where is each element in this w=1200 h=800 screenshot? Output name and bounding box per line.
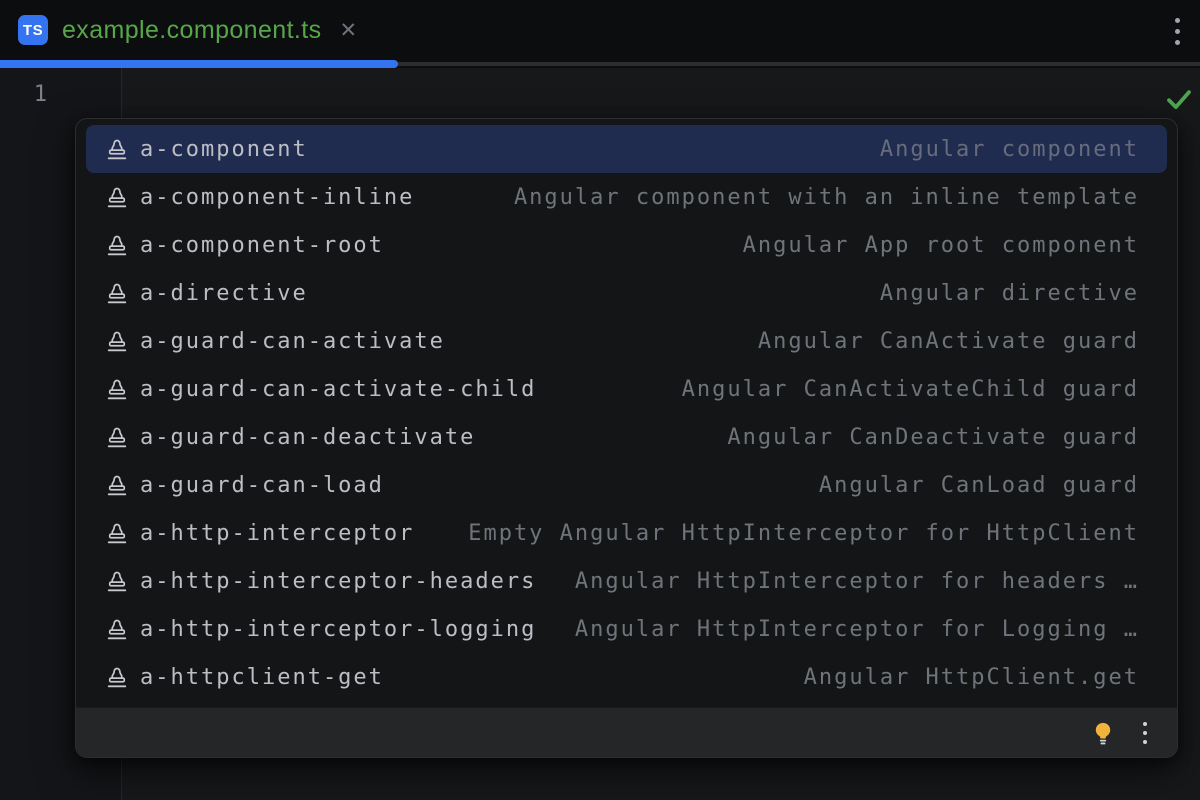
live-template-stamp-icon [107,571,127,592]
intention-bulb-icon[interactable] [1087,717,1119,749]
completion-item[interactable]: a-guard-can-deactivate Angular CanDeactiv… [86,413,1167,461]
live-template-stamp-icon [107,139,127,160]
live-template-stamp-icon [107,379,127,400]
completion-item[interactable]: a-guard-can-load Angular CanLoad guard [86,461,1167,509]
completion-item-name: a-httpclient-get [140,664,384,690]
live-template-stamp-icon [107,331,127,352]
live-template-stamp-icon [107,283,127,304]
live-template-stamp-icon [107,475,127,496]
completion-item-description: Angular CanActivateChild guard [681,376,1139,402]
completion-item-description: Angular CanActivate guard [757,328,1139,354]
completion-item-description: Angular component with an inline templat… [513,184,1139,210]
completion-item-name: a-directive [140,280,308,306]
editor-tab-bar: TS example.component.ts ✕ [0,0,1200,60]
completion-item-name: a-component-root [140,232,384,258]
code-completion-popup: a-component Angular component a-component… [75,118,1178,758]
completion-item-description: Angular App root component [742,232,1139,258]
completion-item-name: a-guard-can-activate [140,328,445,354]
completion-item-name: a-http-interceptor-headers [140,568,537,594]
completion-item-name: a-component [140,136,308,162]
completion-item-description: Angular component [879,136,1139,162]
tab-example-component-ts[interactable]: TS example.component.ts ✕ [18,0,357,60]
completion-item-name: a-component-inline [140,184,415,210]
completion-popup-footer [76,707,1177,757]
line-number: 1 [33,82,47,107]
progress-track [0,62,1200,66]
live-template-stamp-icon [107,427,127,448]
completion-item[interactable]: a-http-interceptor-headers Angular HttpIn… [86,557,1167,605]
completion-item[interactable]: a-directive Angular directive [86,269,1167,317]
progress-fill [0,60,398,68]
completion-item[interactable]: a-component Angular component [86,125,1167,173]
completion-item[interactable]: a-http-interceptor-logging Angular HttpIn… [86,605,1167,653]
progress-bar [0,60,1200,68]
completion-item-description: Angular HttpInterceptor for Logging … [574,616,1139,642]
completion-item-description: Angular CanDeactivate guard [727,424,1139,450]
live-template-stamp-icon [107,619,127,640]
completion-item-name: a-guard-can-deactivate [140,424,476,450]
completion-item-description: Angular CanLoad guard [818,472,1139,498]
completion-item[interactable]: a-component-root Angular App root compone… [86,221,1167,269]
completion-item-description: Angular HttpInterceptor for headers … [574,568,1139,594]
completion-item-description: Angular HttpClient.get [803,664,1139,690]
completion-item[interactable]: a-http-interceptor Empty Angular HttpInte… [86,509,1167,557]
completion-item-name: a-guard-can-load [140,472,384,498]
completion-options-icon[interactable] [1129,717,1161,749]
completion-item[interactable]: a-guard-can-activate Angular CanActivate … [86,317,1167,365]
live-template-stamp-icon [107,523,127,544]
live-template-stamp-icon [107,187,127,208]
completion-item-description: Angular directive [879,280,1139,306]
completion-item-name: a-guard-can-activate-child [140,376,537,402]
completion-item[interactable]: a-component-inline Angular component with… [86,173,1167,221]
completion-list: a-component Angular component a-component… [76,119,1177,707]
tab-close-icon[interactable]: ✕ [339,18,358,42]
completion-item-name: a-http-interceptor [140,520,415,546]
inspection-ok-icon[interactable] [1164,84,1194,114]
tab-bar-options-icon[interactable] [1175,18,1180,45]
live-template-stamp-icon [107,235,127,256]
tab-title: example.component.ts [62,15,322,44]
typescript-file-icon: TS [18,15,48,45]
completion-item[interactable]: a-httpclient-get Angular HttpClient.get [86,653,1167,701]
completion-item[interactable]: a-guard-can-activate-child Angular CanAct… [86,365,1167,413]
live-template-stamp-icon [107,667,127,688]
completion-item-name: a-http-interceptor-logging [140,616,537,642]
completion-item-description: Empty Angular HttpInterceptor for HttpCl… [468,520,1139,546]
